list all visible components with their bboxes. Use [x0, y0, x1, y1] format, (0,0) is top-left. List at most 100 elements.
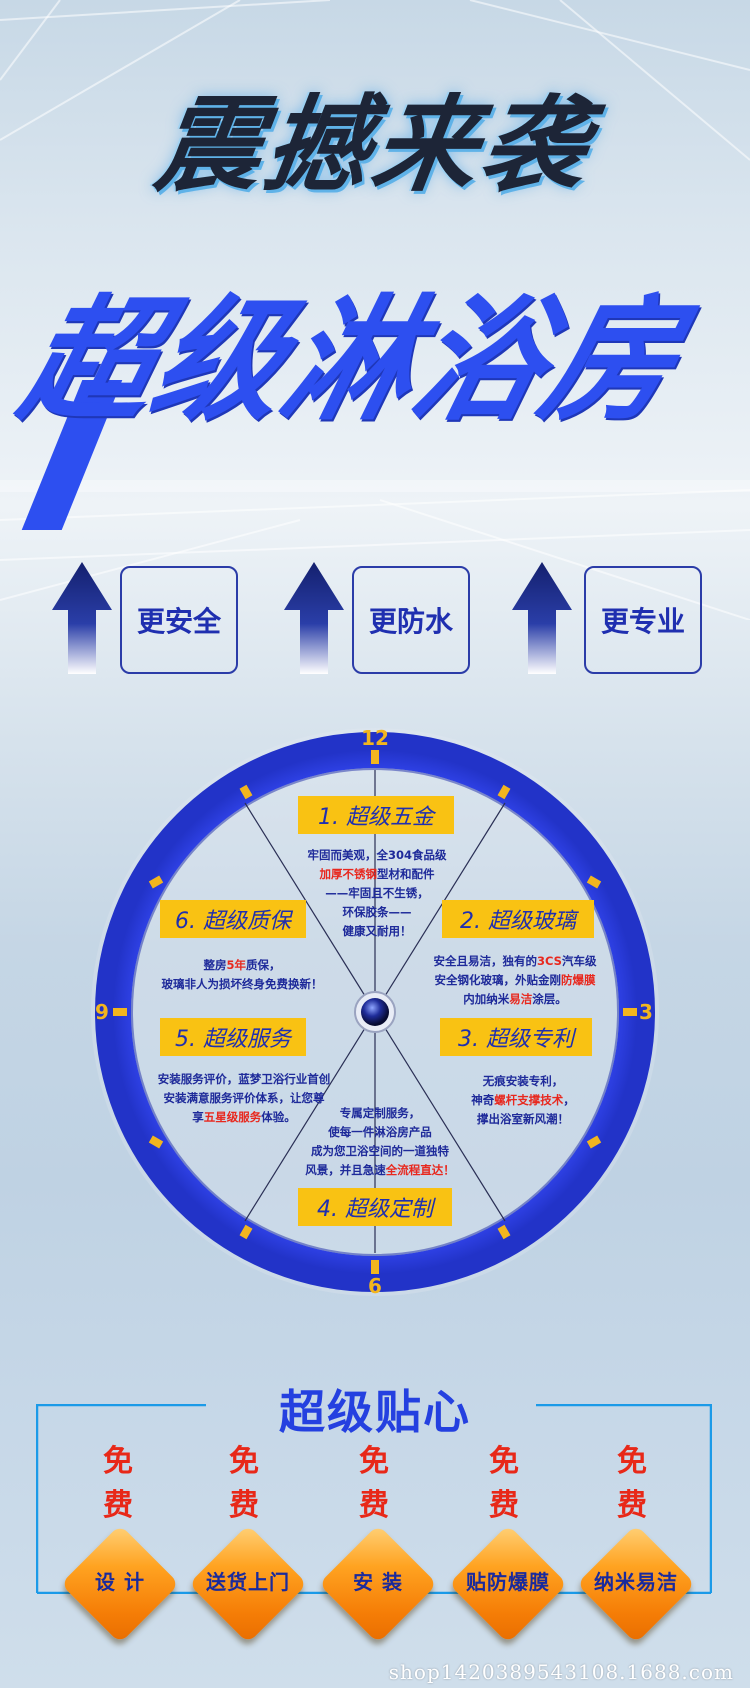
desc-text: 体验。: [261, 1110, 296, 1124]
background-architecture: [0, 0, 750, 620]
desc-text: 专属定制服务，: [339, 1106, 421, 1120]
desc-line: 整房5年质保，: [136, 956, 348, 975]
desc-line: 撑出浴室新风潮！: [440, 1110, 606, 1129]
clock-number-3: 3: [639, 1000, 653, 1024]
desc-text: ，: [563, 1093, 575, 1107]
feature-label-box: 更安全: [120, 566, 238, 674]
desc-text: 安装服务评价，蓝梦卫浴行业首创: [157, 1072, 331, 1086]
clock-number-6: 6: [368, 1274, 382, 1298]
desc-line: 加厚不锈钢型材和配件: [292, 865, 462, 884]
care-item-delivery: 送货上门: [186, 1522, 308, 1644]
headline-title: 超级淋浴房: [7, 282, 697, 440]
slogan-title: 震撼来袭: [149, 83, 599, 206]
desc-text: 型材和配件: [377, 867, 435, 881]
desc-text: ——牢固且不生锈，: [325, 886, 429, 900]
section-title-glass: 2. 超级玻璃: [442, 900, 594, 938]
desc-highlight: 五星级服务: [203, 1110, 262, 1124]
desc-line: 安全且易洁，独有的3CS汽车级: [404, 952, 626, 971]
clock-number-9: 9: [95, 1000, 109, 1024]
desc-text: 安装满意服务评价体系，让您尊: [163, 1091, 325, 1105]
desc-text: 风景，并且急速: [305, 1163, 386, 1177]
desc-text: 整房: [203, 958, 227, 972]
section-desc-customize: 专属定制服务， 使每一件淋浴房产品成为您卫浴空间的一道独特风景，并且急速全流程直达…: [288, 1104, 472, 1180]
free-label: 免费: [214, 1440, 274, 1528]
desc-text: 涂层。: [532, 992, 567, 1006]
desc-line: 内加纳米易洁涂层。: [404, 990, 626, 1009]
care-item-label: 送货上门: [206, 1570, 290, 1594]
desc-line: 安全钢化玻璃，外贴金刚防爆膜: [404, 971, 626, 990]
care-title: 超级贴心: [279, 1385, 471, 1439]
desc-highlight: 螺杆支撑技术: [494, 1093, 564, 1107]
free-char: 免: [489, 1444, 519, 1479]
section-desc-glass: 安全且易洁，独有的3CS汽车级安全钢化玻璃，外贴金刚防爆膜内加纳米易洁涂层。: [404, 952, 626, 1009]
free-label: 免费: [344, 1440, 404, 1528]
free-char: 免: [617, 1444, 647, 1479]
desc-line: 无痕安装专利，: [440, 1072, 606, 1091]
feature-wheel: 12 3 6 9 1. 超级五金 2. 超级玻璃 3. 超级专利 4. 超级定制…: [0, 700, 750, 1300]
desc-text: 牢固而美观，全304食品级: [307, 848, 447, 862]
free-label: 免费: [602, 1440, 662, 1528]
desc-text: 环保胶条——: [342, 905, 412, 919]
desc-line: 成为您卫浴空间的一道独特: [288, 1142, 472, 1161]
desc-line: 玻璃非人为损坏终身免费换新！: [136, 975, 348, 994]
free-char: 免: [359, 1444, 389, 1479]
care-item-label: 设 计: [95, 1570, 145, 1594]
feature-label-box: 更防水: [352, 566, 470, 674]
desc-highlight: 易洁: [509, 992, 533, 1006]
desc-text: 成为您卫浴空间的一道独特: [311, 1144, 449, 1158]
desc-line: 牢固而美观，全304食品级: [292, 846, 462, 865]
desc-highlight: 5年: [226, 958, 246, 972]
desc-text: 撑出浴室新风潮！: [477, 1112, 569, 1126]
desc-highlight: 3CS: [537, 954, 562, 968]
desc-line: 风景，并且急速全流程直达！: [288, 1161, 472, 1180]
section-desc-service: 安装服务评价，蓝梦卫浴行业首创安装满意服务评价体系，让您尊享五星级服务体验。: [138, 1070, 350, 1127]
section-title-hardware: 1. 超级五金: [298, 796, 454, 834]
section-desc-warranty: 整房5年质保， 玻璃非人为损坏终身免费换新！: [136, 956, 348, 994]
free-char: 费: [489, 1488, 519, 1523]
desc-line: ——牢固且不生锈，: [292, 884, 462, 903]
wheel-ring: [91, 728, 659, 1296]
desc-text: 神奇: [471, 1093, 495, 1107]
free-char: 费: [103, 1488, 133, 1523]
desc-line: 健康又耐用！: [292, 922, 462, 941]
desc-line: 专属定制服务，: [288, 1104, 472, 1123]
section-title-customize: 4. 超级定制: [298, 1188, 452, 1226]
free-char: 费: [359, 1488, 389, 1523]
up-arrow-icon: [52, 562, 112, 674]
desc-line: 享五星级服务体验。: [138, 1108, 350, 1127]
care-item-label: 贴防爆膜: [466, 1570, 550, 1594]
desc-text: 享: [192, 1110, 204, 1124]
care-item-design: 设 计: [58, 1522, 180, 1644]
free-label: 免费: [474, 1440, 534, 1528]
section-title-patent: 3. 超级专利: [440, 1018, 592, 1056]
care-item-label: 纳米易洁: [594, 1570, 678, 1594]
section-desc-hardware: 牢固而美观，全304食品级加厚不锈钢型材和配件 ——牢固且不生锈， 环保胶条—— 健康…: [292, 846, 462, 941]
shop-watermark: shop1420389543108.1688.com: [388, 1660, 734, 1684]
care-item-install: 安 装: [316, 1522, 438, 1644]
feature-label-box: 更专业: [584, 566, 702, 674]
desc-text: 健康又耐用！: [342, 924, 412, 938]
desc-text: 安全钢化玻璃，外贴金刚: [434, 973, 562, 987]
desc-highlight: 加厚不锈钢: [319, 867, 378, 881]
desc-text: 玻璃非人为损坏终身免费换新！: [161, 977, 323, 991]
free-char: 免: [229, 1444, 259, 1479]
section-title-service: 5. 超级服务: [160, 1018, 306, 1056]
desc-text: 使每一件淋浴房产品: [328, 1125, 432, 1139]
desc-highlight: 防爆膜: [561, 973, 596, 987]
desc-line: 安装满意服务评价体系，让您尊: [138, 1089, 350, 1108]
care-item-film: 贴防爆膜: [446, 1522, 568, 1644]
desc-line: 环保胶条——: [292, 903, 462, 922]
clock-number-12: 12: [361, 726, 389, 750]
care-item-nano: 纳米易洁: [574, 1522, 696, 1644]
desc-text: 安全且易洁，独有的: [433, 954, 538, 968]
desc-text: 内加纳米: [463, 992, 510, 1006]
desc-line: 使每一件淋浴房产品: [288, 1123, 472, 1142]
free-char: 费: [617, 1488, 647, 1523]
free-char: 费: [229, 1488, 259, 1523]
desc-text: 质保，: [246, 958, 281, 972]
up-arrow-icon: [284, 562, 344, 674]
desc-highlight: 全流程直达！: [385, 1163, 455, 1177]
section-title-warranty: 6. 超级质保: [160, 900, 306, 938]
desc-text: 汽车级: [561, 954, 597, 968]
care-item-label: 安 装: [353, 1570, 403, 1594]
